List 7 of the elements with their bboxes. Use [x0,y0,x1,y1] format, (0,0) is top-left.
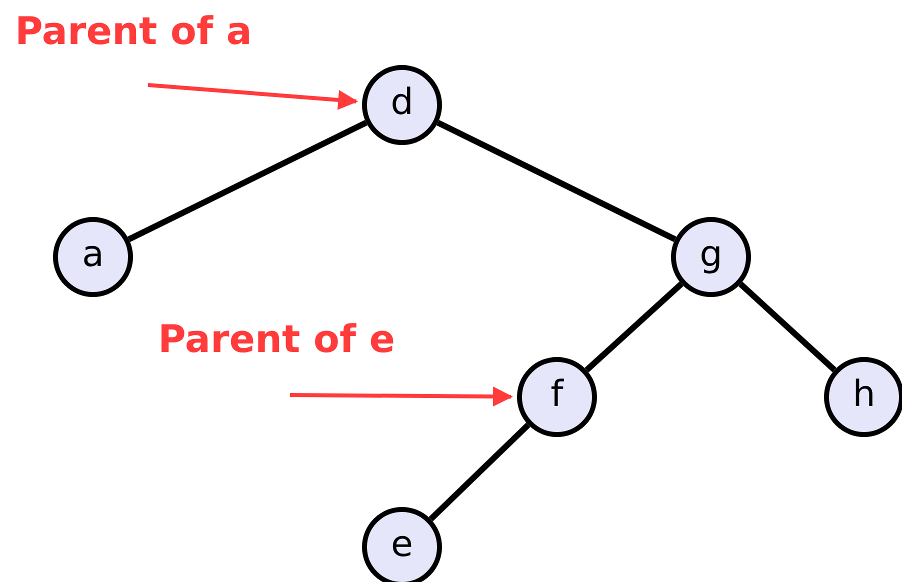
annotation-label: Parent of e [158,316,396,363]
arrow [148,83,358,110]
tree-edge [584,282,684,372]
tree-edge [738,282,837,372]
arrow [290,386,513,407]
tree-edge [428,422,530,522]
annotation-label: Parent of a [15,8,252,55]
